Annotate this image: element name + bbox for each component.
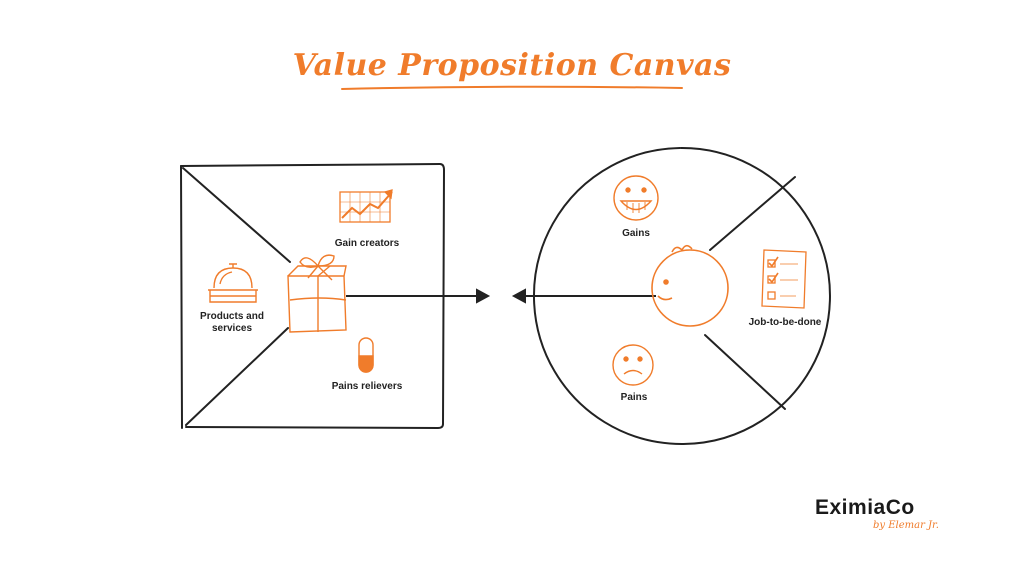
gains-label: Gains [622, 228, 650, 239]
gift-box-icon [287, 254, 347, 333]
gain-creators-label: Gain creators [334, 238, 400, 249]
brand-name: EximiaCo [815, 496, 915, 519]
customer-face-icon [651, 244, 729, 327]
page-title: Value Proposition Canvas [292, 48, 732, 83]
growth-chart-icon [339, 189, 393, 223]
pain-relievers-label: Pains relievers [331, 381, 403, 392]
checklist-icon [761, 249, 807, 309]
customer-profile-circle [532, 146, 831, 445]
title-underline [341, 85, 683, 90]
pill-icon [358, 337, 374, 373]
job-to-be-done-label: Job-to-be-done [748, 317, 822, 328]
brand-logo: EximiaCo by Elemar Jr. [815, 496, 939, 531]
service-bell-icon [208, 263, 258, 303]
sad-face-icon [612, 344, 654, 386]
brand-tagline: by Elemar Jr. [873, 520, 939, 531]
fit-arrows [346, 288, 656, 304]
products-services-label: Products and services [200, 311, 264, 334]
pains-label: Pains [620, 392, 648, 403]
arrow-left-icon [511, 288, 526, 304]
arrow-right-icon [476, 288, 491, 304]
happy-face-icon [613, 175, 659, 221]
